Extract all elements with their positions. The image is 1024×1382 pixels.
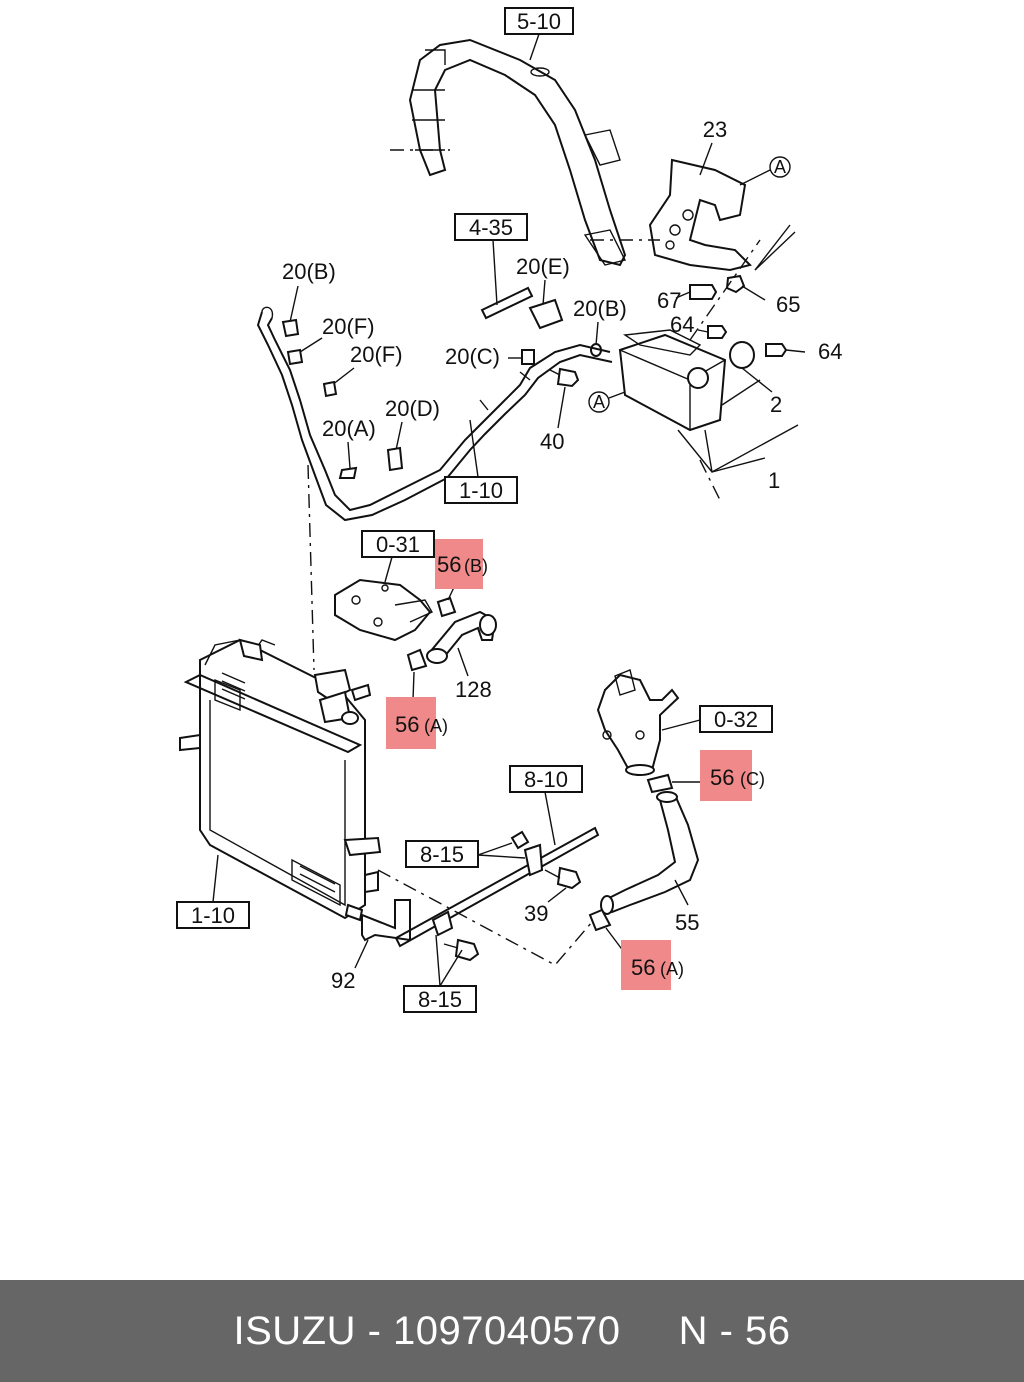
bolt-67: 67	[657, 284, 718, 313]
clip-20E: 20(E)	[516, 254, 570, 330]
callout-2: 2	[721, 367, 782, 417]
label-20B-left: 20(B)	[282, 259, 336, 284]
ref-8-15-top: 8-15	[420, 842, 464, 867]
ref-0-31: 0-31	[376, 532, 420, 557]
highlight-56B-suffix: (B)	[464, 556, 488, 576]
ref-box-8-15-bottom: 8-15	[403, 934, 477, 1013]
bracket-92: 92	[331, 899, 411, 993]
label-20A: 20(A)	[322, 416, 376, 441]
reservoir-tank: A	[588, 239, 761, 501]
footer-part-info: ISUZU - 1097040570 N - 56	[233, 1308, 791, 1353]
highlight-56A-top: 56 (A)	[386, 697, 448, 749]
ref-1-10-radiator: 1-10	[191, 903, 235, 928]
bolt-lower	[443, 938, 480, 962]
highlight-56B-number: 56	[437, 552, 461, 577]
highlight-56A-bottom: 56 (A)	[621, 940, 684, 990]
ref-8-10: 8-10	[524, 767, 568, 792]
label-55: 55	[675, 910, 699, 935]
highlight-56B: 56 (B)	[435, 539, 488, 589]
label-2: 2	[770, 392, 782, 417]
label-20F-2: 20(F)	[350, 342, 403, 367]
ref-5-10: 5-10	[517, 9, 561, 34]
highlight-56A-top-number: 56	[395, 712, 419, 737]
label-20E: 20(E)	[516, 254, 570, 279]
bracket-23: 23 A	[648, 117, 791, 272]
bracket-upper	[510, 830, 544, 877]
parts-diagram: 5-10 23 A 67 65 4-35 20(E)	[176, 7, 842, 1013]
clamp-20B-right: 20(B)	[573, 296, 627, 357]
ref-0-32: 0-32	[714, 707, 758, 732]
ref-box-1-10-radiator: 1-10	[176, 854, 250, 929]
footer-bar: ISUZU - 1097040570 N - 56	[0, 1280, 1024, 1382]
bolt-64-b: 64	[765, 339, 842, 364]
leader-hose-to-cap	[307, 464, 315, 671]
ref-box-0-32: 0-32	[661, 705, 773, 733]
label-64b: 64	[818, 339, 842, 364]
bolt-39: 39	[524, 866, 582, 926]
clip-20C: 20(C)	[445, 344, 535, 369]
clip-20F-1: 20(F)	[286, 314, 375, 366]
label-67: 67	[657, 288, 681, 313]
nut-65: 65	[725, 224, 800, 317]
bolt-64-a: 64	[670, 312, 728, 339]
clamp-56B	[436, 582, 457, 618]
bracket-5-10	[390, 38, 660, 267]
ref-box-4-35: 4-35	[454, 213, 534, 320]
label-1: 1	[768, 468, 780, 493]
label-92: 92	[331, 968, 355, 993]
label-40: 40	[540, 429, 564, 454]
ref-box-1-10-hose: 1-10	[444, 419, 518, 504]
highlight-56C-suffix: (C)	[740, 769, 765, 789]
highlight-56C: 56 (C)	[700, 750, 765, 801]
callout-1: 1	[677, 424, 799, 493]
label-64a: 64	[670, 312, 694, 337]
clip-20D: 20(D)	[385, 396, 440, 472]
label-20F-1: 20(F)	[322, 314, 375, 339]
radiator	[179, 638, 382, 922]
clamp-20B-left: 20(B)	[281, 259, 336, 338]
hose-128: 128	[426, 610, 497, 702]
mark-A-tank: A	[593, 392, 605, 412]
ref-box-0-31: 0-31	[361, 530, 435, 583]
ref-box-5-10: 5-10	[504, 7, 574, 61]
highlight-56A-top-suffix: (A)	[424, 716, 448, 736]
ref-box-8-15-top: 8-15	[405, 840, 526, 868]
label-39: 39	[524, 901, 548, 926]
ref-box-8-10: 8-10	[509, 765, 583, 846]
label-20C: 20(C)	[445, 344, 500, 369]
bolt-40: 40	[540, 367, 580, 454]
overflow-hose	[256, 306, 613, 522]
clamp-56C	[646, 773, 702, 794]
clip-20F-2: 20(F)	[322, 342, 403, 398]
label-65: 65	[776, 292, 800, 317]
thermostat-housing-top	[334, 578, 433, 642]
label-20D: 20(D)	[385, 396, 440, 421]
clamp-56A-bottom	[377, 869, 631, 966]
clamp-56A-top	[406, 648, 428, 701]
clip-20A: 20(A)	[322, 416, 376, 479]
ref-1-10-hose: 1-10	[459, 478, 503, 503]
highlight-56C-number: 56	[710, 765, 734, 790]
highlight-56A-bottom-suffix: (A)	[660, 959, 684, 979]
highlight-56A-bottom-number: 56	[631, 955, 655, 980]
label-20B-right: 20(B)	[573, 296, 627, 321]
ref-8-15-bottom: 8-15	[418, 987, 462, 1012]
ref-4-35: 4-35	[469, 215, 513, 240]
hose-55: 55	[600, 791, 699, 935]
label-23: 23	[703, 117, 727, 142]
mark-A-top: A	[774, 157, 786, 177]
thermostat-housing-lower	[596, 669, 680, 776]
label-128: 128	[455, 677, 492, 702]
